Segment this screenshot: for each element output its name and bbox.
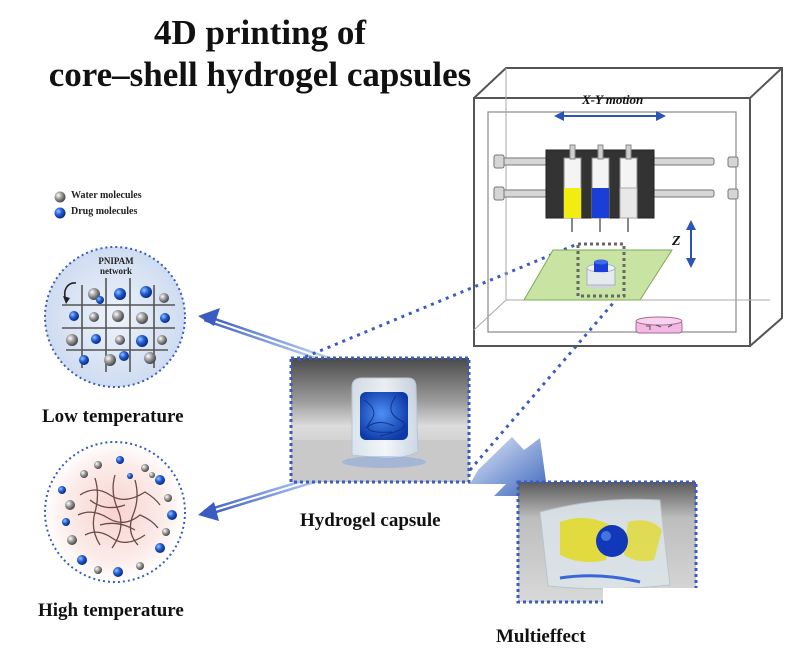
- z-axis-arrow-icon: [686, 220, 696, 268]
- drug-molecule-icon: [127, 473, 133, 479]
- legend-drug-label: Drug molecules: [71, 206, 138, 217]
- drug-molecule-icon: [113, 567, 123, 577]
- water-molecule-icon: [162, 528, 170, 536]
- drug-molecule-icon: [114, 288, 126, 300]
- syringe-yellow: [563, 144, 582, 232]
- low-temperature-network: [44, 246, 186, 388]
- water-molecule-icon: [136, 312, 148, 324]
- printer-illustration: [473, 67, 783, 347]
- water-molecule-icon: [94, 566, 102, 574]
- drug-molecule-icon: [167, 510, 177, 520]
- petri-dish-icon: [635, 316, 683, 334]
- pnipam-label-line-1: PNIPAM: [98, 256, 134, 266]
- legend-water-label: Water molecules: [71, 190, 142, 201]
- water-molecule-icon: [164, 494, 172, 502]
- projection-lines: [297, 243, 622, 471]
- drug-molecule-icon: [77, 555, 87, 565]
- drug-molecule-icon: [54, 207, 66, 219]
- pnipam-label: PNIPAM network: [96, 256, 136, 276]
- xy-motion-label: X-Y motion: [582, 92, 644, 107]
- syringe-blue: [591, 144, 610, 232]
- water-molecule-icon: [94, 461, 102, 469]
- drug-molecule-icon: [119, 351, 129, 361]
- water-molecule-icon: [67, 535, 77, 545]
- multieffect-photo: [516, 480, 703, 638]
- water-molecule-icon: [112, 310, 124, 322]
- diagram-title: 4D printing of core–shell hydrogel capsu…: [20, 12, 500, 96]
- big-transition-arrow: [470, 437, 548, 496]
- water-molecule-icon: [65, 500, 75, 510]
- drug-molecule-icon: [155, 475, 165, 485]
- drug-molecule-icon: [140, 286, 152, 298]
- water-molecule-icon: [66, 334, 78, 346]
- water-molecule-icon: [159, 293, 169, 303]
- capsule-highlight-box: [576, 242, 626, 298]
- water-molecule-icon: [149, 472, 155, 478]
- multieffect-label: Multieffect: [496, 626, 586, 647]
- drug-molecule-icon: [62, 518, 70, 526]
- water-molecule-icon: [115, 335, 125, 345]
- water-molecule-icon: [144, 352, 156, 364]
- double-arrow-icon: [554, 111, 666, 121]
- high-temperature-label: High temperature: [38, 600, 184, 621]
- title-line-1: 4D printing of: [154, 13, 366, 52]
- drug-molecule-icon: [91, 334, 101, 344]
- water-molecule-icon: [80, 470, 88, 478]
- drug-molecule-icon: [79, 355, 89, 365]
- water-molecule-icon: [89, 312, 99, 322]
- drug-molecule-icon: [155, 543, 165, 553]
- drug-molecule-icon: [96, 296, 104, 304]
- water-molecule-icon: [157, 335, 167, 345]
- title-line-2: core–shell hydrogel capsules: [48, 55, 472, 94]
- hydrogel-capsule-photo: [289, 356, 471, 484]
- water-molecule-icon: [141, 464, 149, 472]
- drug-molecule-icon: [69, 311, 79, 321]
- drug-molecule-icon: [136, 335, 148, 347]
- hydrogel-capsule-label: Hydrogel capsule: [300, 510, 441, 531]
- water-molecule-icon: [136, 562, 144, 570]
- water-molecule-icon: [88, 288, 100, 300]
- drug-molecule-icon: [116, 456, 124, 464]
- drug-molecule-icon: [160, 313, 170, 323]
- drug-molecule-icon: [58, 486, 66, 494]
- z-axis-label: Z: [672, 234, 681, 249]
- low-temperature-label: Low temperature: [42, 406, 184, 427]
- water-molecule-icon: [54, 191, 66, 203]
- legend: [54, 191, 66, 219]
- water-molecule-icon: [104, 354, 116, 366]
- high-temperature-network: [44, 441, 186, 583]
- pnipam-label-line-2: network: [100, 266, 132, 276]
- syringe-white: [619, 144, 638, 232]
